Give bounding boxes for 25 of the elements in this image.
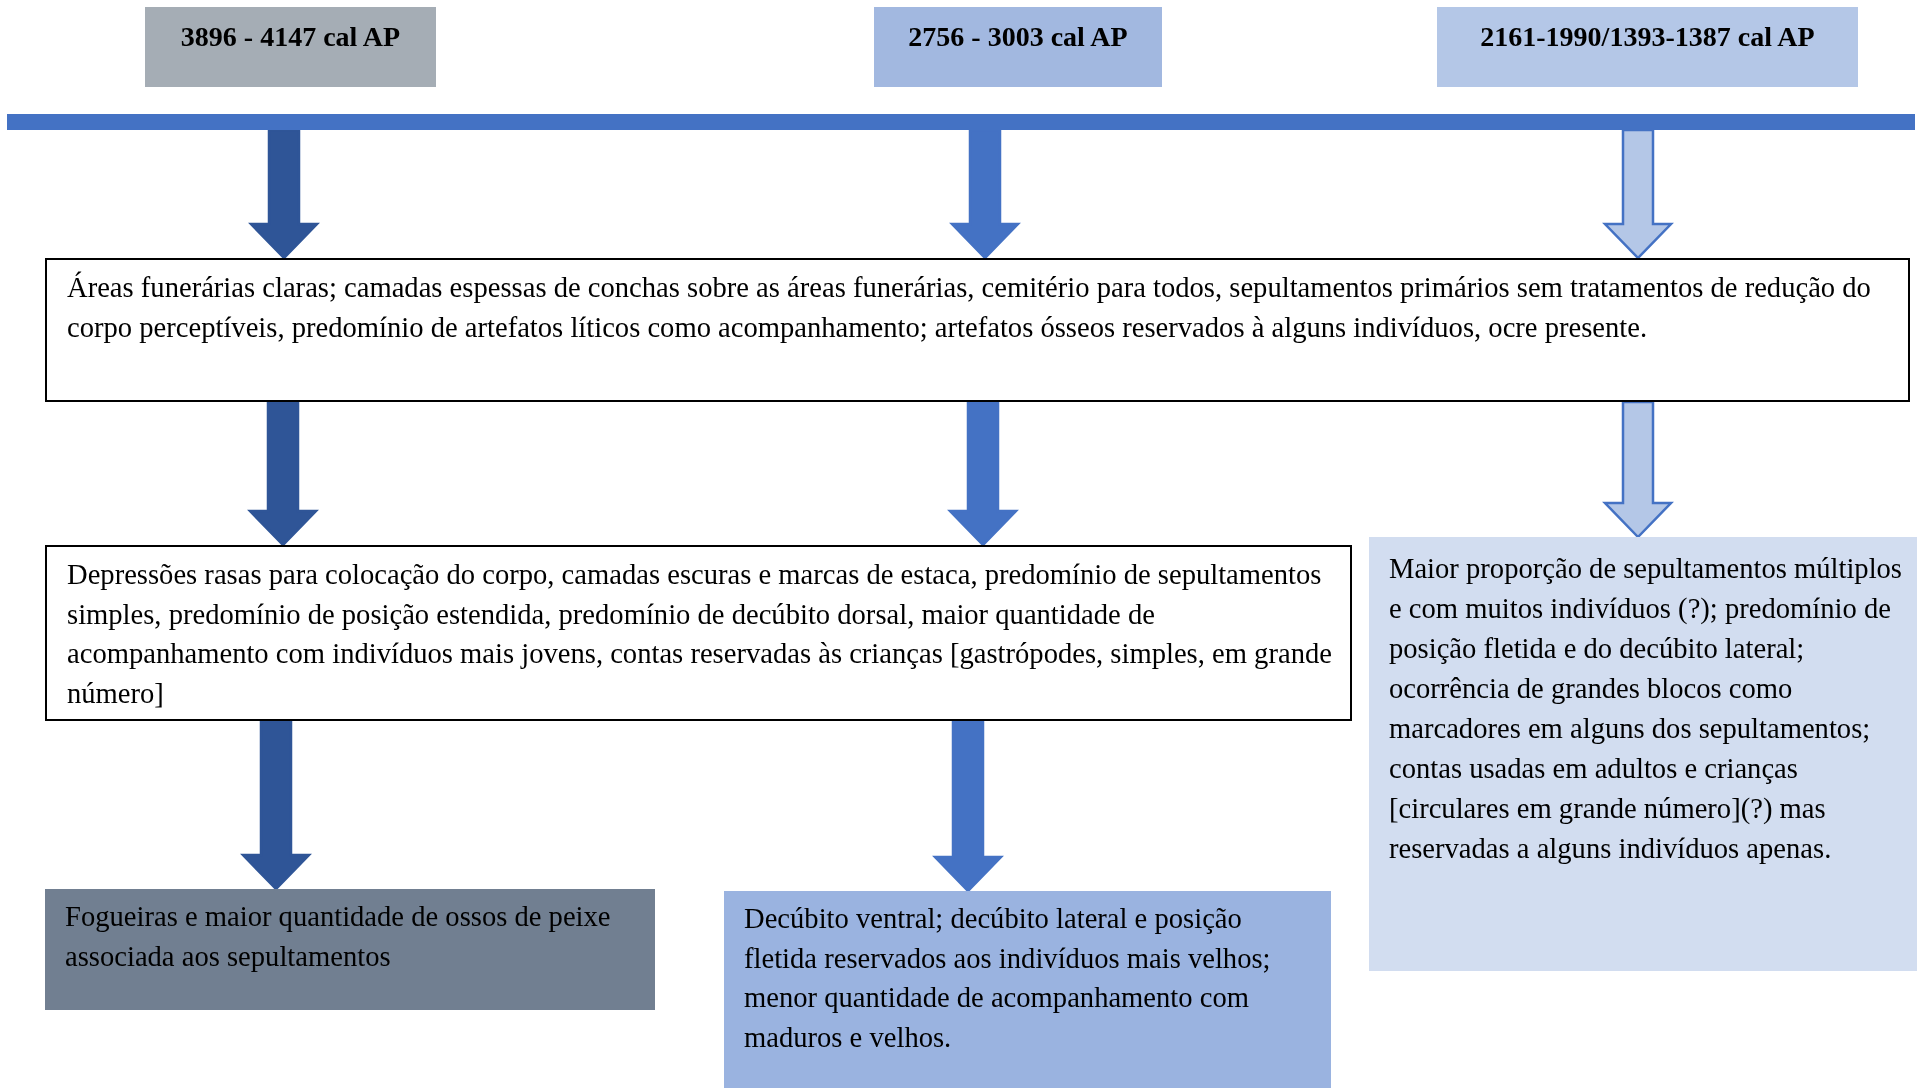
block-arrow	[1602, 400, 1674, 539]
text-box	[45, 545, 1352, 721]
text-box	[45, 889, 655, 1010]
block-arrow	[247, 400, 319, 547]
block-arrow	[949, 128, 1021, 260]
description-text: Maior proporção de sepultamentos múltiplos e com muitos indivíduos (?); predomínio de posição fletida e do decúbito lateral; ocorrência de grandes blocos como marcadores em alguns dos sepultamentos; contas usadas em adultos e crianças [circulares em grande número](?) mas reservadas a alguns indivíduos apenas.	[1389, 552, 1903, 866]
text-box	[1369, 537, 1917, 971]
description-text: Fogueiras e maior quantidade de ossos de peixe associada aos sepultamentos	[65, 900, 612, 974]
date-range-label: 2756 - 3003 cal AP	[908, 21, 1128, 53]
block-arrow	[248, 128, 320, 260]
date-box	[145, 7, 436, 87]
block-arrow	[1602, 128, 1674, 260]
description-text: Depressões rasas para colocação do corpo, camadas escuras e marcas de estaca, predomínio de sepultamentos simples, predomínio de posição estendida, predomínio de decúbito dorsal, maior quantidade de acompanhamento com indivíduos mais jovens, contas reservadas às crianças [gastrópodes, simples, em grande número]	[67, 558, 1333, 711]
date-box	[874, 7, 1162, 87]
block-arrow	[240, 719, 312, 891]
description-text: Decúbito ventral; decúbito lateral e posição fletida reservados aos indivíduos mais velhos; menor quantidade de acompanhamento com maduros e velhos.	[744, 902, 1272, 1055]
block-arrow	[947, 400, 1019, 547]
date-box	[1437, 7, 1858, 87]
date-range-label: 3896 - 4147 cal AP	[180, 21, 401, 53]
date-range-label: 2161-1990/1393-1387 cal AP	[1480, 21, 1815, 53]
description-text: Áreas funerárias claras; camadas espessas de conchas sobre as áreas funerárias, cemitério para todos, sepultamentos primários sem tratamentos de redução do corpo perceptíveis, predomínio de artefatos líticos como acompanhamento; artefatos ósseos reservados à alguns indivíduos, ocre presente.	[67, 270, 1872, 345]
block-arrow	[932, 719, 1004, 893]
timeline-bar	[7, 114, 1915, 130]
text-box	[45, 258, 1910, 402]
text-box	[724, 891, 1331, 1088]
